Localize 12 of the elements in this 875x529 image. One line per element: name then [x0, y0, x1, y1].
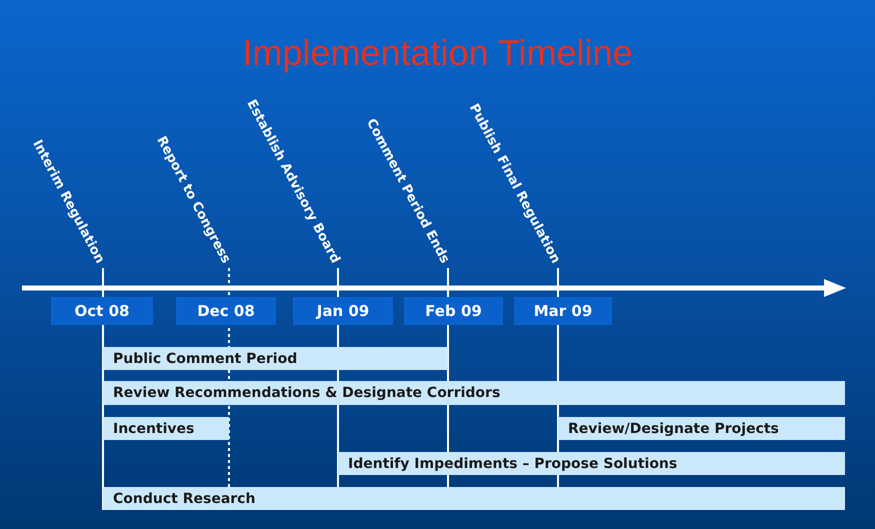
- activity-bar: Conduct Research: [103, 487, 845, 510]
- date-marker: Jan 09: [293, 297, 393, 325]
- date-marker: Feb 09: [404, 297, 503, 325]
- activity-bar: Review/Designate Projects: [558, 417, 845, 440]
- title: Implementation Timeline: [241, 32, 634, 74]
- date-marker: Oct 08: [51, 297, 153, 325]
- date-marker: Mar 09: [514, 297, 612, 325]
- activity-bar: Identify Impediments – Propose Solutions: [338, 452, 845, 475]
- date-marker: Dec 08: [176, 297, 276, 325]
- activity-bar: Review Recommendations & Designate Corridors: [103, 381, 845, 405]
- activity-bar: Public Comment Period: [103, 347, 448, 370]
- activity-bar: Incentives: [103, 417, 229, 440]
